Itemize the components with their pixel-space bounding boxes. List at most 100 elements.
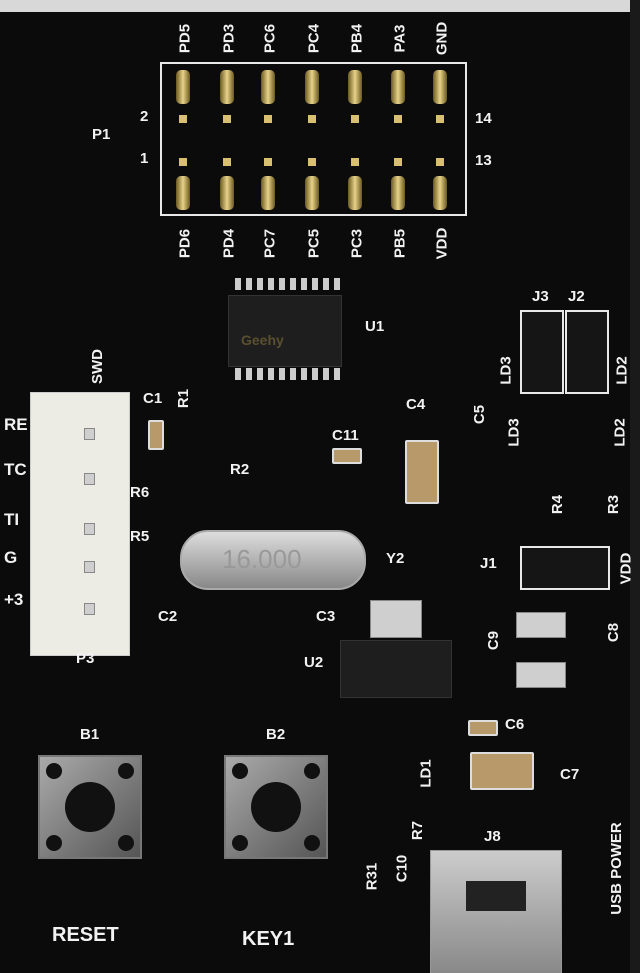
key1-button[interactable] xyxy=(224,755,328,859)
pin-1-label: 1 xyxy=(140,150,149,167)
j8-label: J8 xyxy=(484,828,501,845)
header-top-label: PA3 xyxy=(391,24,409,53)
regulator-u2 xyxy=(340,640,452,698)
j2-label: J2 xyxy=(568,288,585,305)
swd-pin-label: G xyxy=(4,548,18,567)
r1-label: R1 xyxy=(175,388,193,409)
c2-label: C2 xyxy=(158,608,178,625)
mcu-pin xyxy=(312,278,318,290)
mcu-chip: Geehy xyxy=(228,295,342,367)
header-pin-pad xyxy=(351,158,359,166)
mcu-pin xyxy=(290,278,296,290)
header-pin[interactable] xyxy=(220,176,234,210)
header-pin[interactable] xyxy=(305,176,319,210)
mcu-pin xyxy=(334,368,340,380)
c8-label: C8 xyxy=(605,622,623,643)
j3-label: J3 xyxy=(532,288,549,305)
header-pin-pad xyxy=(308,158,316,166)
r6-label: R6 xyxy=(130,484,150,501)
mcu-pin xyxy=(268,278,274,290)
usb-power-label: USB POWER xyxy=(607,822,625,915)
crystal-marking: 16.000 xyxy=(222,544,302,574)
key1-label: KEY1 xyxy=(242,928,295,950)
header-pin[interactable] xyxy=(220,70,234,104)
header-top-label: PD5 xyxy=(176,23,194,54)
header-pin-pad xyxy=(179,115,187,123)
c10-label: C10 xyxy=(393,854,411,883)
header-pin[interactable] xyxy=(176,70,190,104)
header-pin-pad xyxy=(308,115,316,123)
header-pin[interactable] xyxy=(391,176,405,210)
crystal-y2: 16.000 xyxy=(180,530,366,590)
header-pin-pad xyxy=(351,115,359,123)
mcu-pin xyxy=(334,278,340,290)
electrolytic-c9 xyxy=(516,612,566,638)
pin-13-label: 13 xyxy=(475,152,492,169)
reset-button[interactable] xyxy=(38,755,142,859)
header-bottom-label: PB5 xyxy=(391,228,409,259)
header-pin[interactable] xyxy=(261,70,275,104)
header-pin[interactable] xyxy=(348,176,362,210)
header-pin-pad xyxy=(436,158,444,166)
header-pin[interactable] xyxy=(433,176,447,210)
header-pin[interactable] xyxy=(391,70,405,104)
header-pin[interactable] xyxy=(261,176,275,210)
header-pin[interactable] xyxy=(348,70,362,104)
c6-label: C6 xyxy=(505,716,525,733)
mcu-pin xyxy=(323,368,329,380)
header-bottom-label: PD6 xyxy=(176,228,194,259)
swd-pin-label: +3 xyxy=(4,590,24,609)
electrolytic-c9-b xyxy=(516,662,566,688)
mcu-marking: Geehy xyxy=(241,332,284,348)
mcu-pin xyxy=(257,368,263,380)
header-top-label: PB4 xyxy=(348,23,366,54)
j1-label: J1 xyxy=(480,555,497,572)
u2-label: U2 xyxy=(304,654,324,671)
mcu-pin xyxy=(301,368,307,380)
pin-14-label: 14 xyxy=(475,110,492,127)
swd-designator: P3 xyxy=(76,650,95,667)
vdd-label: VDD xyxy=(617,552,635,585)
header-p1-outline xyxy=(160,62,467,216)
swd-pin xyxy=(84,561,95,573)
header-top-label: PD3 xyxy=(220,23,238,54)
mcu-pin xyxy=(246,278,252,290)
ld1-label: LD1 xyxy=(417,759,435,788)
mcu-pin xyxy=(257,278,263,290)
mcu-pin xyxy=(312,368,318,380)
mcu-pin xyxy=(279,368,285,380)
jumper-j2 xyxy=(565,310,609,394)
swd-pin-label: RE xyxy=(4,415,28,434)
header-bottom-label: PC7 xyxy=(261,228,279,259)
swd-pin xyxy=(84,428,95,440)
mcu-pin xyxy=(246,368,252,380)
mcu-pin xyxy=(301,278,307,290)
header-top-label: PC4 xyxy=(305,23,323,54)
c7-label: C7 xyxy=(560,766,580,783)
header-pin[interactable] xyxy=(433,70,447,104)
b1-label: B1 xyxy=(80,726,100,743)
swd-pin xyxy=(84,523,95,535)
usb-connector-j8 xyxy=(430,850,562,973)
header-bottom-label: VDD xyxy=(433,227,451,260)
header-top-label: PC6 xyxy=(261,23,279,54)
y2-label: Y2 xyxy=(386,550,405,567)
regulator-tab xyxy=(370,600,422,638)
c4-label: C4 xyxy=(406,396,426,413)
swd-pin-label: TC xyxy=(4,460,27,479)
header-pin[interactable] xyxy=(305,70,319,104)
header-top-label: GND xyxy=(433,21,451,56)
header-bottom-label: PC5 xyxy=(305,228,323,259)
c11-label: C11 xyxy=(332,427,359,444)
capacitor-c6 xyxy=(468,720,498,736)
header-pin[interactable] xyxy=(176,176,190,210)
header-pin-pad xyxy=(394,158,402,166)
c9-label: C9 xyxy=(485,630,503,651)
r31-label: R31 xyxy=(363,862,381,891)
c1-label: C1 xyxy=(143,390,163,407)
pin-2-label: 2 xyxy=(140,108,149,125)
r4-label: R4 xyxy=(549,494,567,515)
header-pin-pad xyxy=(264,115,272,123)
header-bottom-label: PD4 xyxy=(220,228,238,259)
